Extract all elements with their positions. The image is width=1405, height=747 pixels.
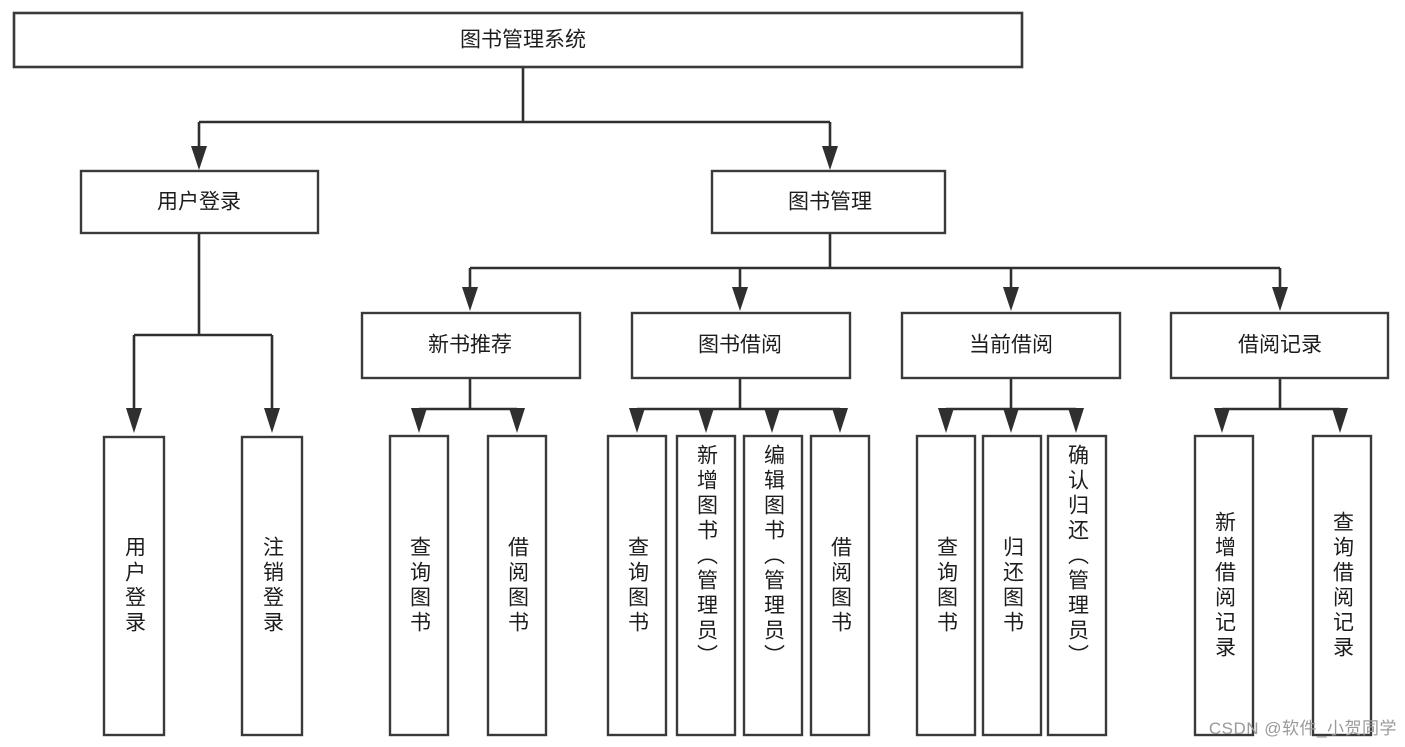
horizontal-label-group: 图书管理系统 用户登录 图书管理 新书推荐 图书借阅 当前借阅 借阅记录 [157, 29, 1322, 357]
arrow-bookborrow-l3 [764, 408, 780, 433]
node-new-book-recommend-label: 新书推荐 [428, 334, 512, 357]
arrow-bookborrow-l2 [698, 408, 714, 433]
node-root[interactable] [12, 11, 1024, 69]
leaf-borrow-record-0[interactable] [1193, 434, 1255, 737]
node-book-management[interactable] [710, 169, 947, 235]
node-current-borrow[interactable] [900, 311, 1122, 380]
arrow-currentborrow [1003, 287, 1019, 311]
arrow-borrowrecord-l1 [1214, 408, 1230, 433]
node-root-label: 图书管理系统 [460, 29, 586, 52]
leaf-borrow-record-1[interactable] [1311, 434, 1373, 737]
arrow-userlogin [191, 146, 207, 170]
leaf-book-borrow-1[interactable] [675, 434, 737, 737]
node-new-book-recommend[interactable] [360, 311, 582, 380]
leaf-book-borrow-3[interactable] [809, 434, 871, 737]
arrow-userlogin-c1 [126, 408, 142, 433]
leaf-user-login-1[interactable] [240, 435, 304, 737]
node-user-login-label: 用户登录 [157, 191, 241, 214]
leaf-current-borrow-1[interactable] [981, 434, 1043, 737]
node-book-management-label: 图书管理 [788, 191, 872, 214]
node-borrow-record-label: 借阅记录 [1238, 334, 1322, 357]
arrow-newbook-l1 [411, 408, 427, 433]
arrow-currentborrow-l2 [1003, 408, 1019, 433]
leaf-current-borrow-2[interactable] [1046, 434, 1108, 737]
arrow-borrowrecord-l2 [1332, 408, 1348, 433]
arrow-bookmgmt [822, 146, 838, 170]
node-borrow-record[interactable] [1169, 311, 1390, 380]
watermark: CSDN @软件_小贺同学 [1208, 719, 1397, 738]
arrow-currentborrow-l1 [938, 408, 954, 433]
node-group [12, 11, 1390, 737]
arrow-currentborrow-l3 [1068, 408, 1084, 433]
arrow-bookborrow-l4 [832, 408, 848, 433]
arrow-newbook-l2 [509, 408, 525, 433]
node-book-borrow[interactable] [630, 311, 852, 380]
connector-group [126, 67, 1348, 433]
arrow-userlogin-c2 [264, 408, 280, 433]
leaf-book-borrow-2[interactable] [742, 434, 804, 737]
node-user-login[interactable] [79, 169, 320, 235]
arrow-bookborrow [732, 287, 748, 311]
arrow-borrowrecord [1272, 287, 1288, 311]
leaf-user-login-0[interactable] [102, 435, 166, 737]
node-book-borrow-label: 图书借阅 [698, 334, 782, 357]
arrow-bookborrow-l1 [629, 408, 645, 433]
leaf-current-borrow-0[interactable] [915, 434, 977, 737]
node-current-borrow-label: 当前借阅 [969, 334, 1053, 357]
leaf-new-book-1[interactable] [486, 434, 548, 737]
arrow-newbook [462, 287, 478, 311]
leaf-new-book-0[interactable] [388, 434, 450, 737]
leaf-book-borrow-0[interactable] [606, 434, 668, 737]
